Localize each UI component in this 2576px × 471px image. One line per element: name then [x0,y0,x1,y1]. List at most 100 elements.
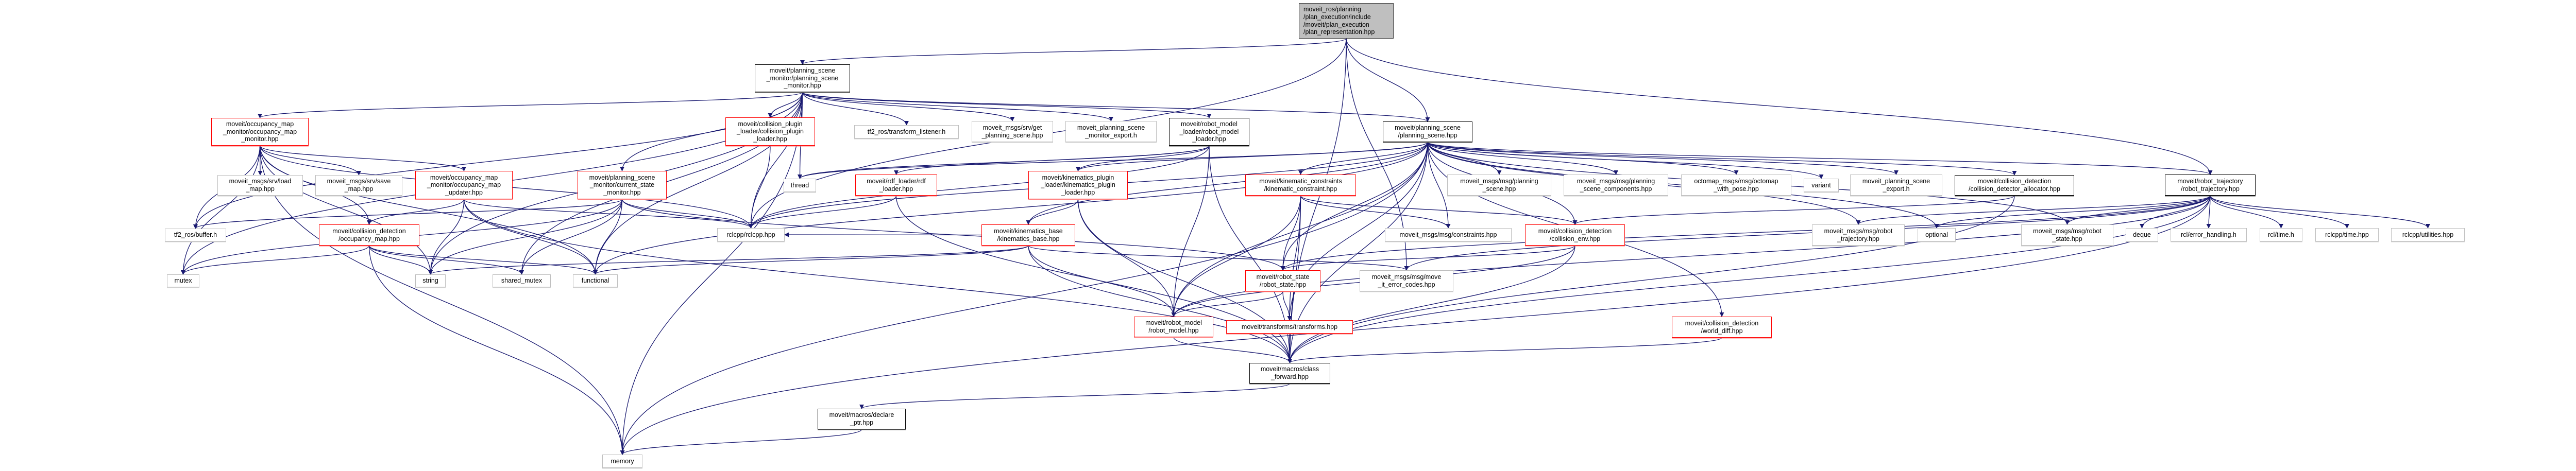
edge-cpl-to-rclcpp [748,145,771,229]
graph-node-upd[interactable]: moveit/occupancy_map _monitor/occupancy_… [415,171,513,199]
edge-rml-to-rclcpp [749,145,1210,229]
edge-psm-to-omm [258,92,803,118]
graph-node-kb[interactable]: moveit/kinematics_base /kinematics_base.… [981,224,1075,246]
edge-root-to-psm [800,38,1347,65]
graph-node-cf[interactable]: moveit/macros/class _forward.hpp [1249,363,1330,383]
edge-com-to-mutex [181,245,370,275]
graph-node-ps[interactable]: moveit/planning_scene /planning_scene.hp… [1383,121,1472,142]
edge-rt-to-mrs [2065,195,2211,225]
edge-rml-to-kpl [1076,145,1210,171]
edge-kb-to-rm [1028,245,1176,317]
edge-psm-to-psme [802,92,1113,121]
edge-kb-to-string [428,245,1029,275]
edge-wd-to-cf [1287,337,1722,363]
graph-node-dp[interactable]: moveit/macros/declare _ptr.hpp [818,409,906,429]
edge-omm-to-memory [259,145,625,455]
edge-cenv-to-rs [1280,245,1575,271]
edge-kb-to-cf [1028,245,1293,363]
graph-node-psmsg: moveit_msgs/msg/planning _scene.hpp [1447,175,1551,196]
edge-ps-to-kb [1026,142,1428,225]
edge-com-to-string [368,245,433,275]
graph-node-rcltime: rcl/time.h [2260,228,2302,241]
edge-kc-to-rm [1171,195,1301,317]
graph-node-mrt: moveit_msgs/msg/robot _trajectory.hpp [1812,224,1905,246]
graph-node-rdf[interactable]: moveit/rdf_loader/rdf _loader.hpp [855,175,937,196]
edge-psm-to-ps [802,92,1430,122]
edge-rs-to-rm [1171,291,1283,317]
edge-rt-to-memory [620,195,2211,455]
edge-ps-to-cons [1427,142,1451,229]
graph-node-kc[interactable]: moveit/kinematic_constraints /kinematic_… [1245,175,1356,196]
graph-node-kpl[interactable]: moveit/kinematics_plugin _loader/kinemat… [1028,171,1128,199]
graph-node-opt: optional [1918,228,1956,241]
graph-node-smutex: shared_mutex [493,274,551,287]
graph-node-psm[interactable]: moveit/planning_scene _monitor/planning_… [755,64,850,92]
graph-node-mec: moveit_msgs/msg/move _it_error_codes.hpp [1360,270,1453,291]
edge-cf-to-dp [859,383,1291,409]
edge-rt-to-rclcpptime [2210,195,2349,229]
edge-com-to-smutex [368,245,524,275]
edge-rt-to-rm [1171,195,2211,317]
edge-cda-to-cenv [1572,195,2015,225]
edge-ps-to-cda [1427,142,2017,176]
edge-rs-to-tf [1282,291,1292,321]
graph-node-memory: memory [602,455,642,468]
graph-node-csm[interactable]: moveit/planning_scene _monitor/current_s… [578,171,667,199]
graph-node-cda[interactable]: moveit/collision_detection /collision_de… [1955,175,2074,196]
graph-node-deque: deque [2126,228,2158,241]
edge-kc-to-rs [1280,195,1301,271]
edge-ps-to-kpl [1076,142,1428,171]
edge-rt-to-opt [1934,195,2211,229]
edge-kb-to-func [593,245,1029,275]
graph-node-root[interactable]: moveit_ros/planning /plan_execution/incl… [1299,3,1394,39]
edge-ps-to-func [593,142,1428,275]
graph-node-tf[interactable]: moveit/transforms/transforms.hpp [1226,320,1353,334]
edge-upd-to-rclcpp [463,199,753,229]
graph-node-psme: moveit_planning_scene _monitor_export.h [1065,121,1157,142]
edge-omm-to-upd [259,145,466,171]
graph-node-rm[interactable]: moveit/robot_model /robot_model.hpp [1134,317,1213,337]
graph-node-cons: moveit_msgs/msg/constraints.hpp [1385,228,1512,241]
graph-node-rclerr: rcl/error_handling.h [2171,228,2247,241]
edge-kc-to-cenv [1300,195,1578,225]
edge-ps-to-rs [1280,142,1428,271]
edge-upd-to-com [367,199,465,225]
edge-psm-to-rclcpp [748,92,803,229]
edge-psm-to-gps [802,92,1015,121]
edge-kc-to-cons [1300,195,1451,229]
graph-node-gps: moveit_msgs/srv/get _planning_scene.hpp [972,121,1053,142]
edge-dp-to-memory [620,429,862,455]
graph-node-wd[interactable]: moveit/collision_detection /world_diff.h… [1672,317,1772,338]
edge-rt-to-mrt [1856,195,2211,225]
edge-rt-to-rclerr [2206,195,2211,229]
edge-ps-to-rt [1427,142,2213,175]
edge-rt-to-mec [1404,195,2211,271]
graph-node-thread: thread [784,179,816,192]
edge-csm-to-func [592,199,623,275]
edge-csm-to-string [428,199,623,275]
edge-root-to-rt [1346,38,2213,175]
edge-rt-to-util [2210,195,2430,229]
graph-node-rt[interactable]: moveit/robot_trajectory /robot_trajector… [2165,175,2256,196]
graph-node-rs[interactable]: moveit/robot_state /robot_state.hpp [1245,270,1320,291]
edge-psm-to-rml [802,92,1212,118]
graph-node-octo: octomap_msgs/msg/octomap _with_pose.hpp [1681,175,1791,196]
graph-node-cpl[interactable]: moveit/collision_plugin _loader/collisio… [725,117,815,146]
graph-node-save: moveit_msgs/srv/save _map.hpp [315,175,402,196]
graph-node-com[interactable]: moveit/collision_detection /occupancy_ma… [319,224,419,246]
graph-node-rml[interactable]: moveit/robot_model _loader/robot_model _… [1169,118,1249,146]
graph-node-rclcpptime: rclcpp/time.hpp [2315,228,2379,241]
edge-ps-to-psc [1427,142,1618,175]
graph-node-tfl: tf2_ros/transform_listener.h [854,125,959,138]
edge-omm-to-string [259,145,433,275]
graph-node-omm[interactable]: moveit/occupancy_map _monitor/occupancy_… [211,118,309,146]
edge-ps-to-pse [1427,142,1899,175]
edge-com-to-func [368,245,598,275]
edge-psm-to-memory [620,92,803,455]
graph-node-variant: variant [1804,179,1839,192]
graph-node-cenv[interactable]: moveit/collision_detection /collision_en… [1525,224,1625,246]
graph-node-func: functional [573,274,618,287]
edge-kpl-to-kb [1026,199,1079,225]
edge-ps-to-variant [1427,142,1824,179]
graph-node-string: string [415,274,446,287]
